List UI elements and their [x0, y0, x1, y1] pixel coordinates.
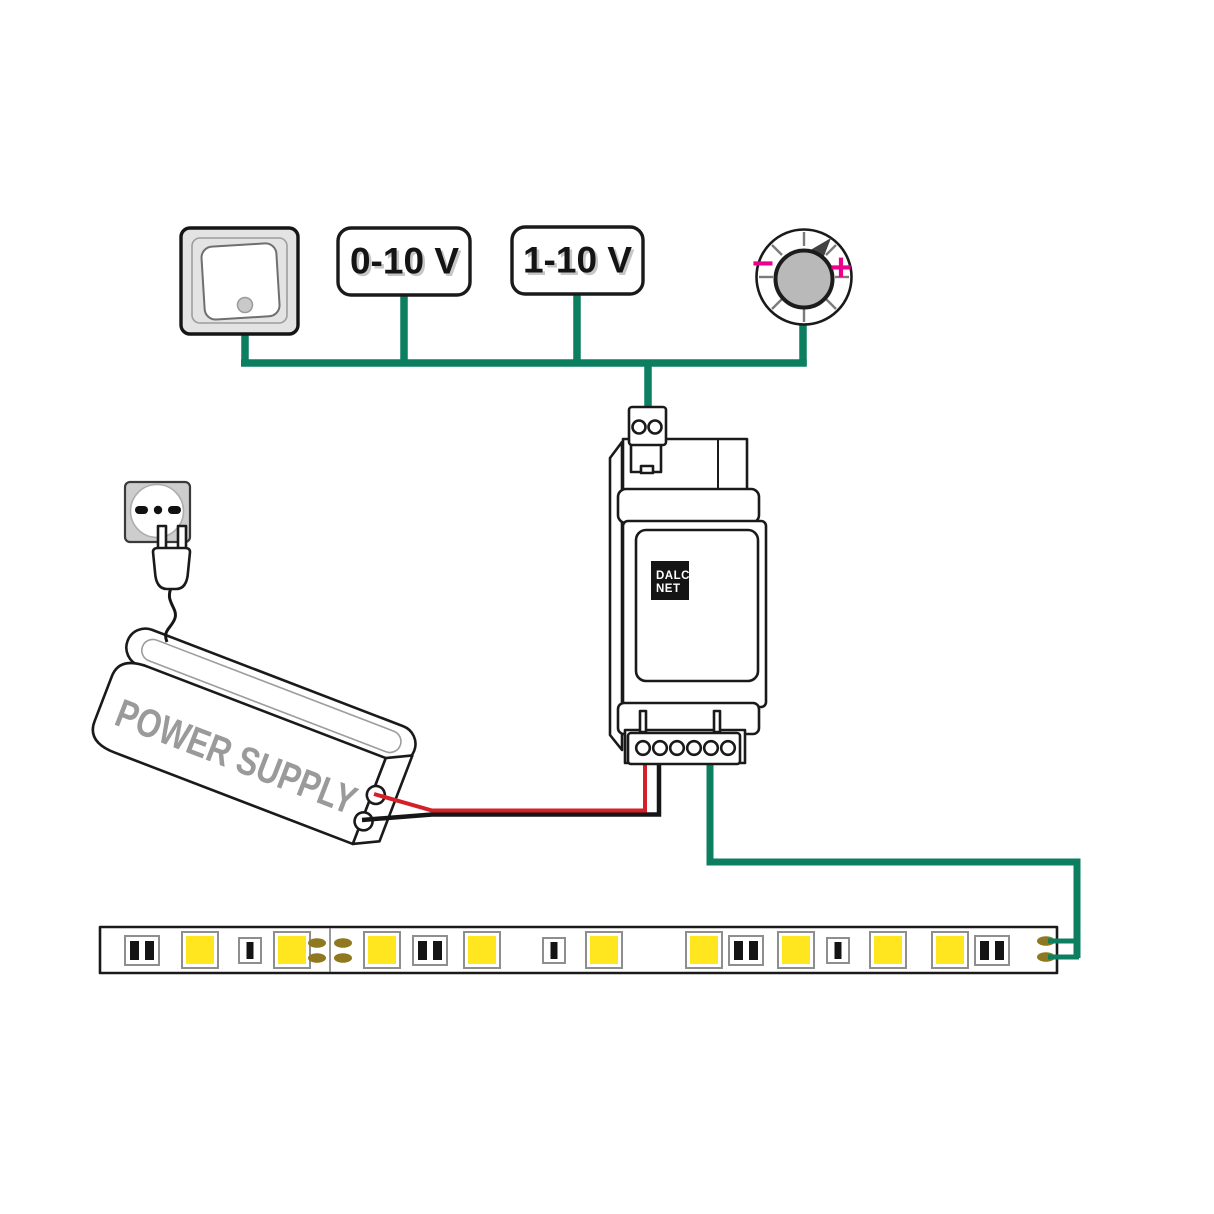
output-terminal-screw	[651, 739, 669, 757]
strip-resistor-double	[124, 935, 160, 966]
strip-led	[363, 931, 401, 969]
strip-led	[931, 931, 969, 969]
dimmer-tick	[771, 298, 783, 310]
controller-logo-badge	[651, 561, 689, 600]
label-1-10v: 1-10 V	[523, 240, 632, 281]
strip-led	[463, 931, 501, 969]
strip-led	[585, 931, 623, 969]
power-plug-body	[151, 546, 192, 591]
strip-led	[273, 931, 311, 969]
switch-rocker	[200, 242, 281, 321]
dimmer-knob	[773, 248, 835, 310]
strip-led	[869, 931, 907, 969]
mains-socket-and-plug	[123, 480, 192, 643]
power-supply-unit: POWER SUPPLY	[91, 627, 417, 846]
power-supply-front-face	[91, 661, 388, 846]
label-1-10v-shadow: 1-10 V	[525, 242, 634, 283]
output-terminal-screw	[668, 739, 686, 757]
control-box-0-10v: 0-10 V 0-10 V	[336, 226, 472, 297]
control-box-1-10v-frame	[510, 225, 645, 296]
output-terminal-screw	[702, 739, 720, 757]
controller-upper-flange	[616, 487, 761, 525]
strip-led	[777, 931, 815, 969]
dalcnet-controller: DALC NET	[608, 405, 768, 766]
power-and-output-wires	[361, 760, 1081, 960]
switch-indicator-dot	[236, 296, 254, 314]
socket-hole-center	[153, 505, 163, 515]
controller-logo-line2: NET	[656, 583, 681, 595]
dimmer-minus-label: −	[752, 243, 774, 285]
label-0-10v: 0-10 V	[350, 241, 459, 282]
dimmer-tick	[825, 244, 837, 256]
control-box-1-10v: 1-10 V 1-10 V	[510, 225, 645, 296]
dimmer-tick	[771, 244, 783, 256]
led-strip	[98, 925, 1059, 975]
wall-switch	[179, 226, 300, 336]
dimmer-plus-label: +	[830, 247, 852, 289]
power-wire-positive	[373, 760, 647, 813]
led-output-wire	[706, 760, 1081, 958]
strip-resistor-double	[728, 935, 764, 966]
power-cord	[164, 587, 177, 643]
controller-terminal-notch	[639, 464, 655, 475]
solder-pad	[308, 953, 326, 963]
terminal-pin	[712, 709, 722, 734]
rotary-dimmer: − +	[752, 228, 853, 326]
controller-front-panel	[634, 528, 760, 683]
switch-plate-inset	[191, 237, 288, 324]
label-0-10v-shadow: 0-10 V	[352, 243, 461, 284]
strip-resistor-single	[238, 937, 262, 964]
power-wire-negative	[361, 760, 662, 823]
solder-pad	[334, 938, 352, 948]
strip-led	[181, 931, 219, 969]
input-terminal-screw	[647, 419, 663, 435]
signal-bus-wires	[241, 292, 807, 413]
strip-resistor-double	[412, 935, 448, 966]
strip-resistor-double	[974, 935, 1010, 966]
terminal-pin	[638, 709, 648, 734]
input-terminal-screw	[631, 419, 647, 435]
socket-hole-left	[135, 506, 148, 514]
controller-logo-line1: DALC	[656, 570, 690, 582]
socket-hole-right	[168, 506, 181, 514]
strip-led	[685, 931, 723, 969]
output-terminal-screw	[719, 739, 737, 757]
output-terminal-screw	[685, 739, 703, 757]
strip-resistor-single	[542, 937, 566, 964]
dimmer-tick	[825, 298, 837, 310]
strip-resistor-single	[826, 937, 850, 964]
led-strip-components	[124, 931, 1010, 969]
solder-pad	[334, 953, 352, 963]
output-terminal-screw	[634, 739, 652, 757]
power-supply-top-inset-line	[141, 638, 402, 754]
control-box-0-10v-frame	[336, 226, 472, 297]
solder-pad	[308, 938, 326, 948]
